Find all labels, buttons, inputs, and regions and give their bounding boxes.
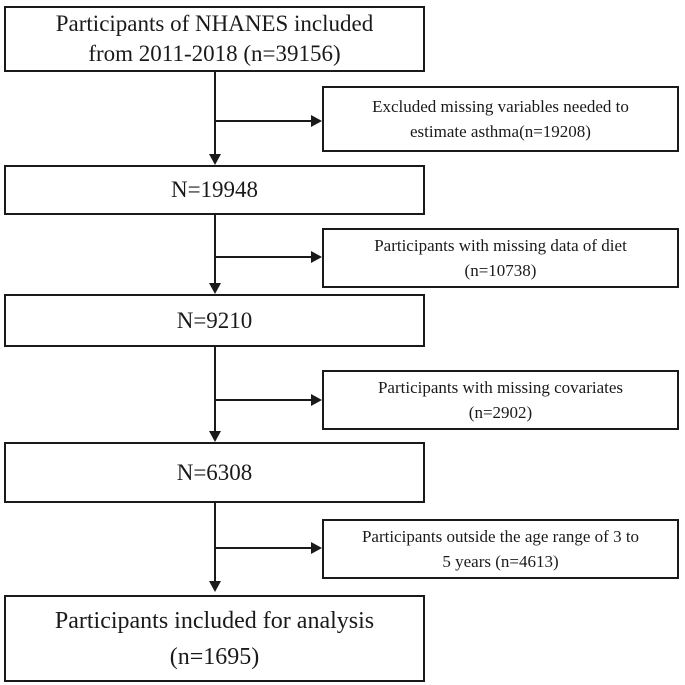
flow-box-n6308: N=6308 [4, 442, 425, 503]
exclusion-text-line1: Participants with missing covariates [377, 378, 624, 397]
flow-box-text-line1: N=6308 [176, 459, 253, 485]
exclusion-box-missing-diet: Participants with missing data of diet (… [322, 228, 679, 288]
flow-box-text-line2: from 2011-2018 (n=39156) [88, 41, 341, 66]
exclusion-box-age-range: Participants outside the age range of 3 … [322, 519, 679, 579]
exclusion-text-line1: Participants outside the age range of 3 … [361, 527, 640, 546]
connector-h3-line [214, 399, 311, 401]
flow-box-final-analysis: Participants included for analysis (n=16… [4, 595, 425, 682]
flow-box-text-line1: Participants included for analysis [54, 607, 375, 634]
exclusion-text-line2: 5 years (n=4613) [442, 552, 559, 571]
arrowhead-right-2-icon [311, 251, 322, 263]
connector-h4-line [214, 547, 311, 549]
flow-box-n19948: N=19948 [4, 165, 425, 215]
exclusion-box-missing-covariates: Participants with missing covariates (n=… [322, 370, 679, 430]
flow-box-text-line1: Participants of NHANES included [55, 11, 374, 36]
arrowhead-down-3-icon [209, 431, 221, 442]
connector-v3-line [214, 347, 216, 431]
exclusion-box-missing-asthma-vars: Excluded missing variables needed to est… [322, 86, 679, 152]
flow-box-text-line1: N=9210 [176, 307, 253, 333]
arrowhead-right-4-icon [311, 542, 322, 554]
exclusion-text-line2: (n=2902) [468, 403, 533, 422]
flow-box-n9210: N=9210 [4, 294, 425, 347]
exclusion-text-line2: estimate asthma(n=19208) [410, 122, 591, 141]
connector-v2-line [214, 215, 216, 283]
arrowhead-right-3-icon [311, 394, 322, 406]
flow-box-text-line1: N=19948 [170, 177, 259, 202]
arrowhead-right-1-icon [311, 115, 322, 127]
exclusion-text-line2: (n=10738) [464, 261, 537, 280]
flow-box-text-line2: (n=1695) [169, 643, 260, 670]
connector-v1-line [214, 72, 216, 154]
flow-box-nhanes-total: Participants of NHANES included from 201… [4, 6, 425, 72]
arrowhead-down-1-icon [209, 154, 221, 165]
arrowhead-down-4-icon [209, 581, 221, 592]
exclusion-text-line1: Participants with missing data of diet [374, 236, 627, 255]
arrowhead-down-2-icon [209, 283, 221, 294]
exclusion-text-line1: Excluded missing variables needed to [372, 97, 629, 116]
connector-v4-line [214, 503, 216, 581]
connector-h2-line [214, 256, 311, 258]
connector-h1-line [214, 120, 311, 122]
